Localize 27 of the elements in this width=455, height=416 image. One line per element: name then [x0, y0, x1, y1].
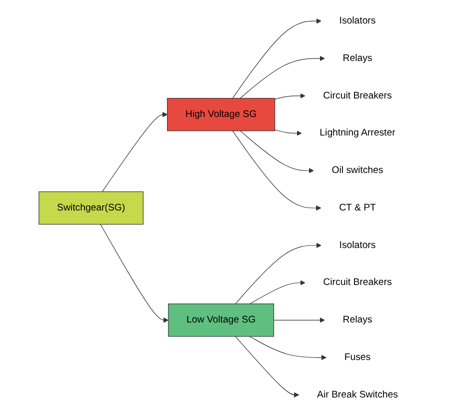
arrow [232, 130, 322, 211]
node-box: Switchgear(SG) [38, 191, 144, 225]
arrow [274, 130, 302, 136]
node-text: Air Break Switches [317, 389, 398, 400]
arrow [235, 336, 300, 398]
arrow [249, 280, 306, 304]
node-text: CT & PT [339, 202, 376, 213]
node-box: Low Voltage SG [168, 304, 274, 337]
arrow [240, 56, 325, 99]
node-text: Relays [342, 53, 372, 64]
arrow [100, 224, 169, 323]
arrow [274, 93, 306, 100]
arrow [273, 317, 325, 323]
node-text: Isolators [339, 240, 376, 250]
arrow [249, 336, 326, 360]
node-box: High Voltage SG [167, 98, 276, 132]
arrow [240, 130, 314, 174]
arrow [102, 112, 168, 192]
node-text: Fuses [344, 352, 371, 362]
node-text: Relays [342, 314, 372, 325]
arrow [235, 242, 322, 304]
arrow [232, 18, 322, 99]
node-text: Isolators [339, 16, 376, 26]
node-text: Circuit Breakers [323, 277, 392, 288]
node-text: Oil switches [332, 165, 384, 176]
node-text: Circuit Breakers [323, 90, 392, 101]
node-text: Lightning Arrester [320, 128, 396, 138]
